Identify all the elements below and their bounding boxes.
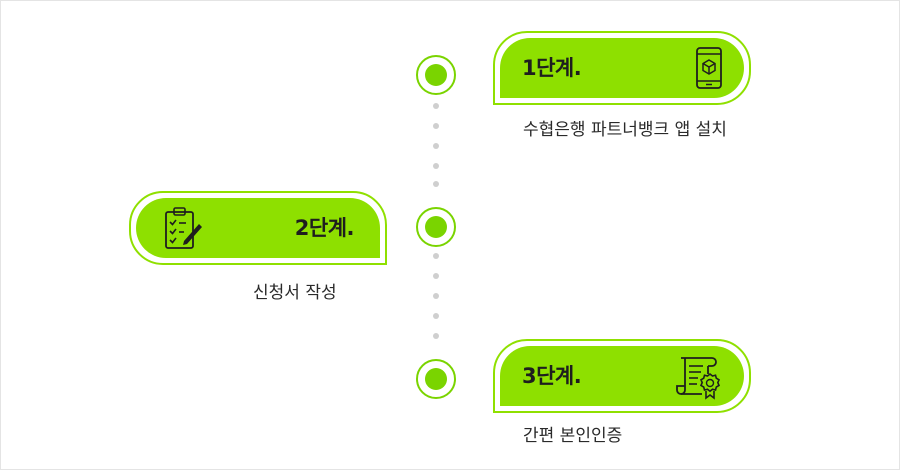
timeline-node-1: [416, 55, 456, 95]
step-2-pill: 2단계.: [136, 198, 380, 258]
step-3-label: 3단계.: [522, 364, 582, 388]
step-1-pill: 1단계.: [500, 38, 744, 98]
timeline-node-2: [416, 207, 456, 247]
step-1-label: 1단계.: [522, 56, 582, 80]
certificate-icon: [676, 357, 721, 400]
timeline-dotted-line: [433, 93, 439, 363]
smartphone-icon: [696, 47, 722, 89]
step-3-card: 3단계.: [493, 339, 751, 413]
checklist-icon: [165, 207, 202, 249]
step-1-description: 수협은행 파트너뱅크 앱 설치: [523, 120, 727, 140]
step-2-description: 신청서 작성: [253, 283, 337, 303]
timeline-node-3: [416, 359, 456, 399]
step-1-card: 1단계.: [493, 31, 751, 105]
step-2-card: 2단계.: [129, 191, 387, 265]
step-2-label: 2단계.: [294, 216, 355, 240]
step-3-pill: 3단계.: [500, 346, 744, 406]
step-3-description: 간편 본인인증: [523, 426, 623, 446]
